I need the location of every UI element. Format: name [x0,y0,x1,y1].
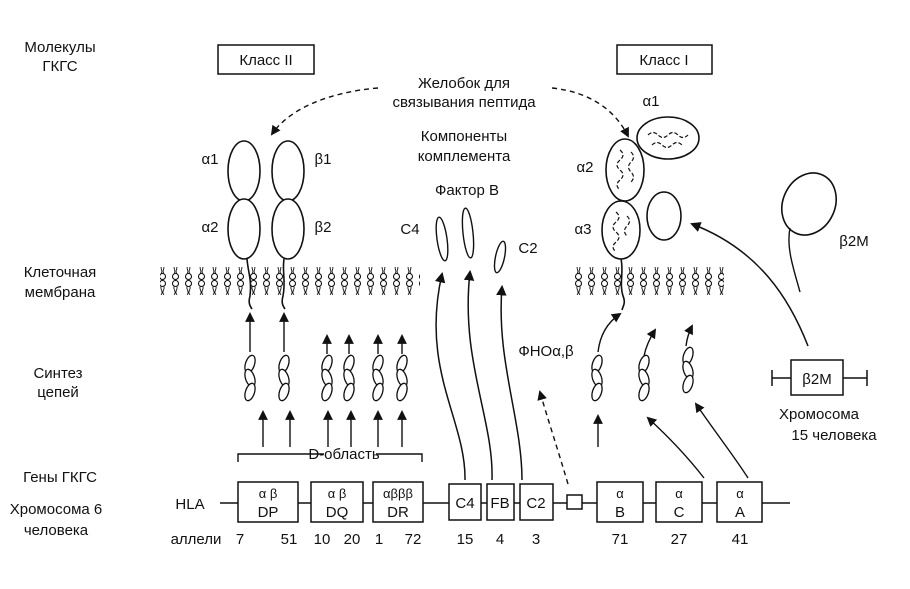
gene-dq: α β DQ [310,481,364,523]
svg-text:7: 7 [236,531,244,548]
svg-text:аллели: аллели [171,531,222,548]
class-i-box: Класс I [616,44,713,75]
tnf-arrow [537,390,569,485]
row-label-molecules: Молекулы ГКГС [24,39,95,75]
class-ii-box: Класс II [217,44,315,75]
svg-text:Желобок для: Желобок для [418,75,510,92]
class-i-molecule [601,116,700,311]
b2m-label: β2M [839,233,868,250]
svg-text:α: α [736,486,744,501]
svg-text:4: 4 [496,531,504,548]
svg-text:Клеточная: Клеточная [24,264,97,281]
svg-text:C2: C2 [526,495,545,512]
svg-text:αβββ: αβββ [383,486,413,501]
svg-text:DQ: DQ [326,504,349,521]
row-label-genes: Гены ГКГС [23,469,97,486]
svg-text:27: 27 [671,531,688,548]
membrane-right [572,267,724,295]
factor-b-protein [461,207,475,259]
svg-text:A: A [735,504,745,521]
svg-text:C4: C4 [455,495,474,512]
svg-text:15 человека: 15 человека [791,427,877,444]
d-region-brace [237,453,423,462]
c2-protein [493,240,507,274]
svg-text:DR: DR [387,504,409,521]
svg-text:71: 71 [612,531,629,548]
svg-text:10: 10 [314,531,331,548]
chain-to-membrane-arrows [245,312,693,357]
gene-a: α A [716,481,763,523]
label-alpha1: α1 [201,151,218,168]
svg-text:B: B [615,504,625,521]
c4-label: C4 [400,221,419,238]
label-c1-alpha2: α2 [576,159,593,176]
label-alpha2: α2 [201,219,218,236]
svg-text:FB: FB [490,495,509,512]
complement-label: Компоненты комплемента [418,128,511,165]
svg-text:Хромосома 6: Хромосома 6 [10,501,103,518]
d-region-label: D-область [308,446,380,463]
groove-label: Желобок для связывания пептида [392,75,536,111]
svg-text:3: 3 [532,531,540,548]
gene-dp: α β DP [237,481,299,523]
svg-text:51: 51 [281,531,298,548]
membrane-left [160,267,420,295]
c2-label: C2 [518,240,537,257]
b2m-free-protein [781,172,837,293]
svg-text:Компоненты: Компоненты [421,128,507,145]
svg-text:α β: α β [259,486,278,501]
svg-text:Хромосома: Хромосома [779,406,860,423]
b2m-arrow [690,222,809,347]
svg-text:C: C [674,504,685,521]
label-c1-alpha1: α1 [642,93,659,110]
svg-text:β2M: β2M [802,371,831,388]
factor-b-label: Фактор B [435,182,499,199]
svg-text:72: 72 [405,531,422,548]
tnf-label: ФНОα,β [518,343,574,360]
gene-tnf [566,494,583,510]
row-label-membrane: Клеточная мембрана [24,264,97,301]
svg-text:цепей: цепей [37,384,79,401]
svg-text:связывания пептида: связывания пептида [392,94,536,111]
chromosome-15: β2M [771,359,868,396]
svg-text:15: 15 [457,531,474,548]
svg-text:Молекулы: Молекулы [24,39,95,56]
svg-text:Синтез: Синтез [33,365,82,382]
chromosome-15-label: Хромосома 15 человека [779,406,877,444]
groove-arrow-left [270,87,379,136]
svg-text:1: 1 [375,531,383,548]
svg-text:человека: человека [24,522,89,539]
synthesis-chains [242,345,696,403]
gene-c4: C4 [448,483,482,521]
gene-b: α B [596,481,644,523]
groove-arrow-right [551,87,629,138]
svg-text:ГКГС: ГКГС [42,58,77,75]
label-beta1: β1 [315,151,332,168]
label-beta2: β2 [315,219,332,236]
svg-text:мембрана: мембрана [25,284,96,301]
gene-dr: αβββ DR [372,481,424,523]
row-label-chromosome: Хромосома 6 человека [10,501,103,539]
hla-label: HLA [175,496,204,513]
row-label-synthesis: Синтез цепей [33,365,82,401]
label-c1-alpha3: α3 [574,221,591,238]
svg-text:комплемента: комплемента [418,148,511,165]
class-ii-molecule [227,140,305,310]
c4-protein [435,216,449,262]
svg-text:20: 20 [344,531,361,548]
gene-c2: C2 [519,483,554,521]
svg-text:α: α [675,486,683,501]
svg-text:Класс II: Класс II [239,52,292,69]
gene-fb: FB [486,483,515,521]
complement-arrows [435,269,523,481]
alleles-row: аллели 7 51 10 20 1 72 15 4 3 71 27 41 [171,531,749,548]
svg-text:Класс I: Класс I [639,52,688,69]
svg-text:DP: DP [258,504,279,521]
svg-text:41: 41 [732,531,749,548]
gene-to-chain-arrows [258,402,749,479]
gene-c: α C [655,481,703,523]
svg-text:α β: α β [328,486,347,501]
svg-text:α: α [616,486,624,501]
